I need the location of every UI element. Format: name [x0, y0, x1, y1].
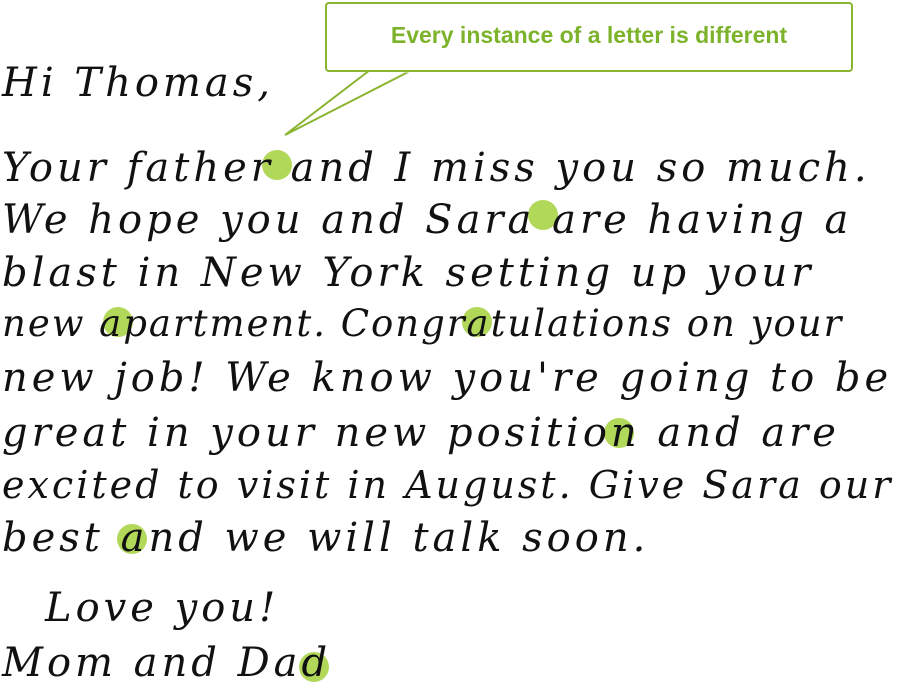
- letter-a-highlight: [462, 307, 492, 337]
- callout-box: Every instance of a letter is different: [325, 2, 853, 72]
- letter-closing: Love you!: [45, 585, 280, 631]
- letter-line: Your father and I miss you so much.: [2, 145, 871, 191]
- letter-signature: Mom and Dad: [2, 640, 332, 686]
- letter-line: We hope you and Sara are having a: [2, 197, 853, 243]
- letter-line: great in your new position and are: [2, 410, 840, 456]
- letter-line: blast in New York setting up your: [2, 250, 815, 296]
- letter-line: new apartment. Congratulations on your: [2, 302, 844, 345]
- letter-line: new job! We know you're going to be: [2, 355, 893, 401]
- letter-a-highlight: [299, 652, 329, 682]
- letter-a-highlight: [262, 150, 292, 180]
- letter-greeting: Hi Thomas,: [2, 60, 274, 106]
- letter-a-highlight: [604, 418, 634, 448]
- letter-line: excited to visit in August. Give Sara ou…: [2, 463, 894, 507]
- callout-text: Every instance of a letter is different: [390, 22, 788, 48]
- letter-a-highlight: [103, 307, 133, 337]
- letter-a-highlight: [117, 524, 147, 554]
- letter-a-highlight: [528, 200, 558, 230]
- letter-line: best and we will talk soon.: [2, 515, 650, 561]
